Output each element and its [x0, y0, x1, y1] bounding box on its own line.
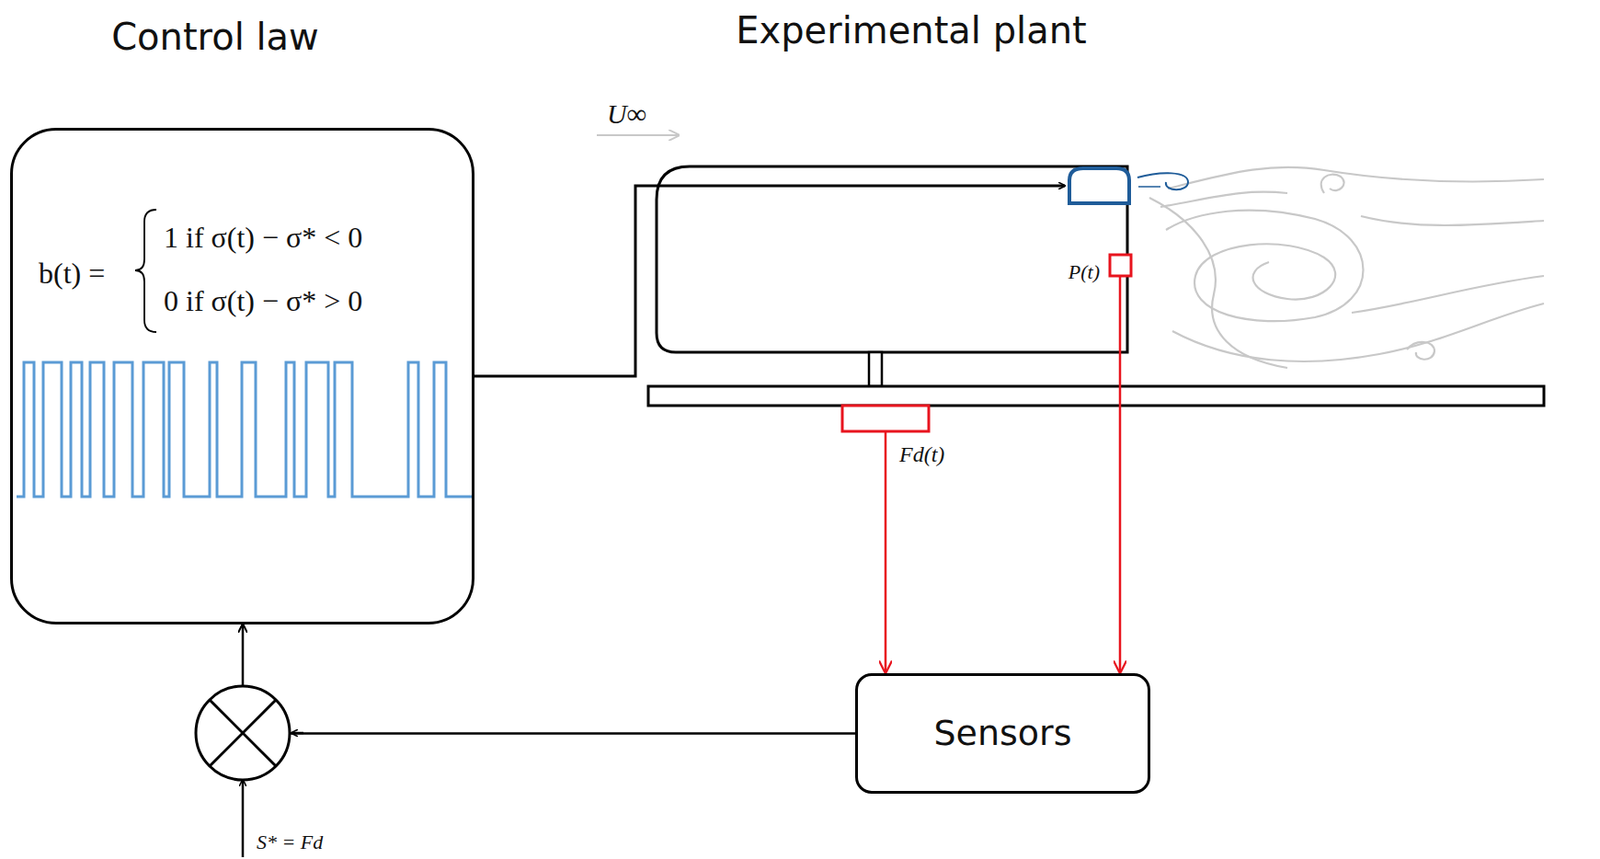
feedback-connector — [242, 624, 856, 734]
freestream-arrow — [596, 134, 679, 137]
signal-label: P(t) — [1068, 260, 1100, 285]
vehicle-body — [656, 166, 1128, 353]
actuation-signal — [16, 362, 475, 497]
process-box: Sensors — [855, 673, 1151, 794]
formula-case: 1 if σ(t) − σ* < 0 — [163, 219, 363, 255]
force-balance — [842, 405, 929, 432]
setpoint-label: S* = Fd — [256, 830, 323, 855]
plant-heading: Experimental plant — [735, 8, 1087, 53]
ground-plate — [648, 386, 1544, 406]
flap-actuator — [1069, 168, 1130, 204]
signal-label: Fd(t) — [899, 441, 945, 469]
freestream-label: U∞ — [606, 97, 647, 131]
formula-lhs: b(t) = — [38, 255, 105, 291]
formula-case: 0 if σ(t) − σ* > 0 — [163, 283, 363, 319]
wake-streamlines — [1149, 167, 1544, 368]
strut — [868, 352, 882, 387]
setpoint-arrow — [241, 779, 245, 858]
summing-junction — [195, 685, 290, 780]
pressure-sensor — [1109, 254, 1132, 276]
force-signal — [884, 431, 888, 673]
pressure-signal — [1119, 275, 1122, 673]
flap-jet-line — [1138, 185, 1161, 188]
flap-jet — [1137, 172, 1189, 190]
actuation-line — [474, 185, 1065, 377]
feedback-head — [291, 731, 304, 735]
heading: Control law — [111, 14, 320, 59]
box-label: Sensors — [933, 712, 1072, 755]
controller-box: Control lawb(t) =1 if σ(t) − σ* < 00 if … — [10, 127, 475, 625]
brace — [135, 209, 157, 332]
